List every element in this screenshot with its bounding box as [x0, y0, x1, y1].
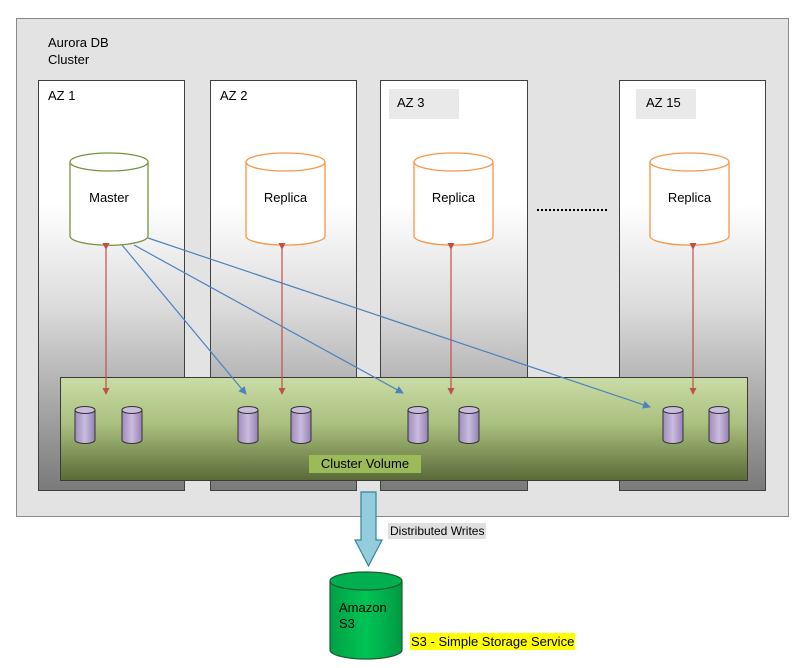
- distributed-writes-label: Distributed Writes: [388, 523, 487, 539]
- replica-db-icon: [245, 152, 326, 246]
- storage-node-icon: [121, 406, 143, 444]
- master-label: Master: [89, 190, 129, 205]
- distributed-writes-arrow: [354, 491, 383, 568]
- storage-node-icon: [237, 406, 259, 444]
- az-label: AZ 15: [636, 89, 696, 119]
- s3-bucket-icon: [329, 571, 403, 660]
- replica-db-icon: [649, 152, 730, 246]
- s3-description: S3 - Simple Storage Service: [410, 633, 576, 650]
- az-label: AZ 2: [220, 88, 248, 103]
- replica-label: Replica: [263, 190, 308, 205]
- az-label: AZ 3: [389, 89, 459, 119]
- replica-label: Replica: [431, 190, 476, 205]
- replica-label: Replica: [667, 190, 712, 205]
- cluster-label: Aurora DB Cluster: [48, 35, 109, 67]
- az-label: AZ 1: [48, 88, 76, 103]
- storage-node-icon: [662, 406, 684, 444]
- s3-label: Amazon S3: [339, 600, 387, 631]
- storage-nodes: [74, 406, 730, 444]
- storage-node-icon: [407, 406, 429, 444]
- storage-node-icon: [74, 406, 96, 444]
- storage-node-icon: [458, 406, 480, 444]
- more-zones-ellipsis: [537, 209, 607, 211]
- storage-node-icon: [708, 406, 730, 444]
- replication-arrows: [121, 237, 651, 409]
- io-arrows: [102, 243, 697, 395]
- replica-db-icon: [413, 152, 494, 246]
- storage-node-icon: [290, 406, 312, 444]
- cluster-volume-label: Cluster Volume: [309, 455, 421, 473]
